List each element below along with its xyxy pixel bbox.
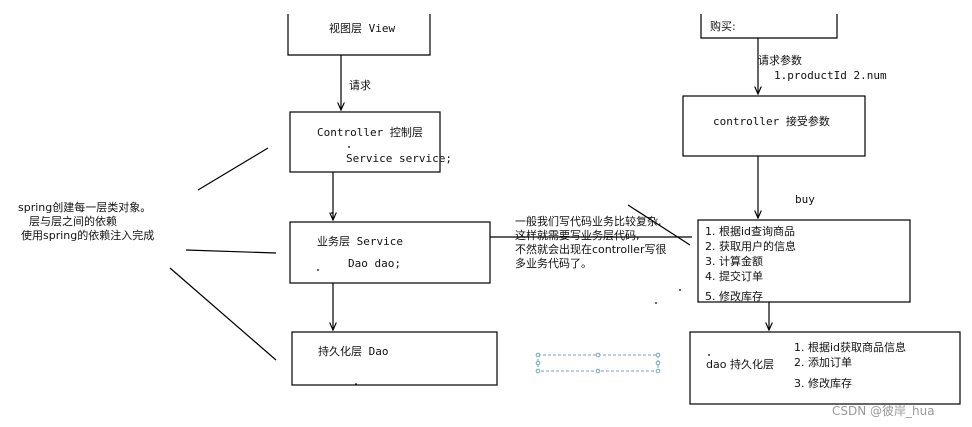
watermark-text: CSDN @彼岸_hua <box>832 404 935 418</box>
note-line-controller <box>197 147 269 191</box>
controller-layer-box <box>289 111 441 173</box>
service-layer-label: 业务层 Service <box>317 235 403 248</box>
right-controller-box <box>682 95 866 157</box>
dao-layer-label: 持久化层 Dao <box>318 345 389 358</box>
buy-box <box>700 14 838 39</box>
right-dao-box <box>689 331 961 405</box>
selection-box <box>535 352 661 374</box>
service-step: 1. 根据id查询商品 <box>705 225 796 238</box>
request-params-label: 请求参数 <box>758 54 802 67</box>
controller-layer-label: Controller 控制层 <box>317 126 423 139</box>
dao-step: 2. 添加订单 <box>794 356 852 369</box>
dao-step: 1. 根据id获取商品信息 <box>794 341 907 354</box>
side-note-line-3: 使用spring的依赖注入完成 <box>21 229 155 242</box>
service-field-label: Dao dao; <box>348 257 401 270</box>
view-layer-box <box>287 14 431 56</box>
note-line-service <box>185 249 277 254</box>
service-step: 3. 计算金额 <box>705 255 763 268</box>
middle-note-to-right <box>627 204 691 246</box>
middle-note-line-1: 一般我们写代码业务比较复杂, <box>515 215 662 228</box>
side-note-line-1: spring创建每一层类对象。 <box>18 201 152 214</box>
service-step: 2. 获取用户的信息 <box>705 240 796 253</box>
dao-layer-box <box>291 331 498 386</box>
middle-note-line-4: 多业务代码了。 <box>515 257 592 270</box>
view-layer-label: 视图层 View <box>329 22 396 35</box>
buy-box-label: 购买: <box>710 20 736 33</box>
right-service-box <box>697 219 911 303</box>
middle-note-line-3: 不然就会出现在controller写很 <box>515 243 667 256</box>
dao-step: 3. 修改库存 <box>794 377 852 390</box>
side-note-line-2: 层与层之间的依赖 <box>29 215 117 228</box>
service-step: 4. 提交订单 <box>705 270 763 283</box>
note-line-dao <box>169 267 277 361</box>
request-params-values: 1.productId 2.num <box>774 69 887 82</box>
right-dao-label: dao 持久化层 <box>706 358 774 371</box>
service-layer-box <box>289 221 491 284</box>
service-step: 5. 修改库存 <box>705 290 763 303</box>
buy-method-label: buy <box>795 193 815 206</box>
controller-field-label: Service service; <box>346 152 452 165</box>
middle-note-line-2: 这样就需要写业务层代码, <box>515 229 640 242</box>
right-controller-label: controller 接受参数 <box>713 115 830 128</box>
request-label: 请求 <box>349 79 371 92</box>
